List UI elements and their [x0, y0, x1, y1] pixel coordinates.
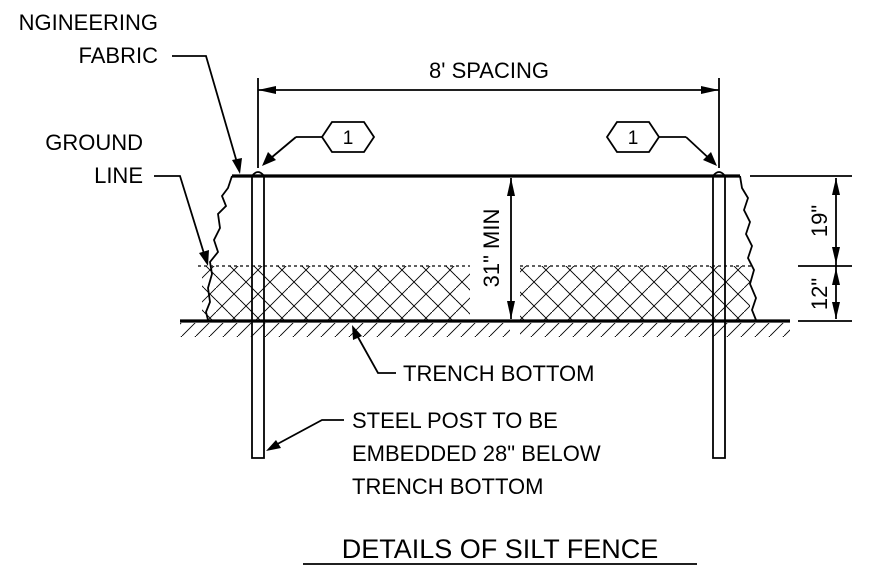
engineering-fabric: [205, 174, 757, 321]
trench-bottom-leader: [352, 325, 396, 374]
drawing-title: DETAILS OF SILT FENCE: [342, 534, 659, 564]
height-min-dimension: [507, 178, 515, 319]
backfill-earth-hatching: [202, 266, 750, 320]
ground-line-label-line1: GROUND: [45, 130, 143, 155]
engineering-fabric-label-line1: NGINEERING: [19, 10, 158, 35]
steel-post-leader: [266, 419, 344, 451]
tag-left-number: 1: [343, 128, 354, 149]
spacing-label: 8' SPACING: [429, 58, 549, 83]
steel-post-right: [712, 171, 726, 459]
steel-post-note-line2: EMBEDDED 28" BELOW: [352, 441, 601, 466]
spacing-dimension: [257, 78, 720, 168]
steel-post-left: [251, 171, 265, 459]
right-dimensions: [750, 175, 852, 322]
ground-line-leader: [154, 175, 209, 266]
trench-bottom-label: TRENCH BOTTOM: [403, 361, 594, 386]
trench-bottom-hatching: [180, 323, 790, 337]
steel-post-note-line1: STEEL POST TO BE: [352, 408, 558, 433]
engineering-fabric-leader: [172, 55, 242, 174]
steel-post-note-line3: TRENCH BOTTOM: [352, 474, 543, 499]
above-ground-label: 19": [807, 205, 832, 237]
engineering-fabric-label-line2: FABRIC: [79, 43, 159, 68]
below-ground-label: 12": [807, 278, 832, 310]
height-min-label: 31" MIN: [479, 209, 504, 288]
ground-line-label-line2: LINE: [94, 163, 143, 188]
tag-hexagon-left: [262, 121, 376, 166]
tag-hexagon-right: [605, 121, 717, 166]
tag-right-number: 1: [628, 128, 639, 149]
